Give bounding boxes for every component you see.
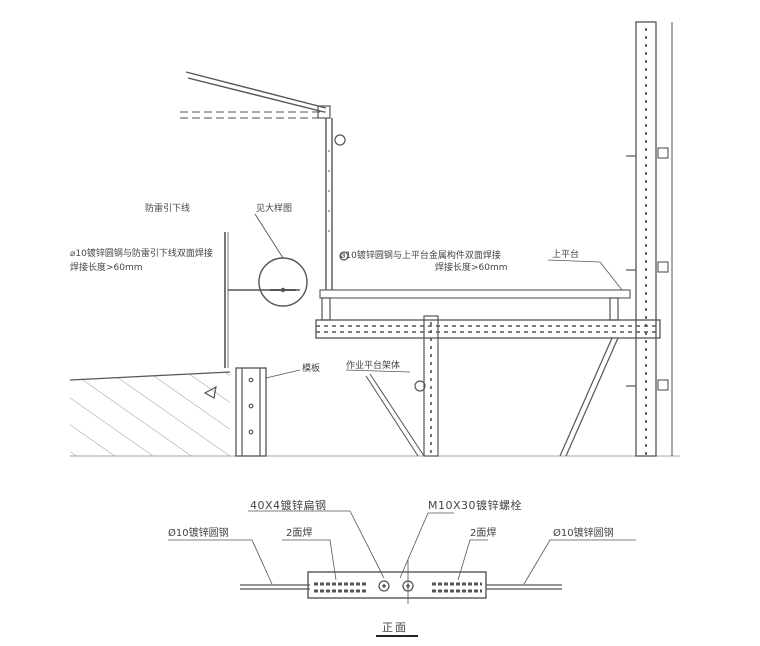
concrete-slab — [70, 372, 230, 456]
label-formwork: 模板 — [302, 364, 321, 374]
label-work-platform-frame: 作业平台架体 — [346, 361, 401, 371]
formwork-column — [235, 367, 267, 457]
label-platform-bar-note: ⌀10镀锌圆钢与上平台金属构件双面焊接 — [340, 251, 501, 261]
label-detail-ref: 见大样图 — [256, 204, 293, 214]
perforated-beam — [315, 319, 661, 339]
label-weld-length-right: 焊接长度>60mm — [435, 263, 508, 273]
bolt-left — [378, 580, 390, 592]
view-title: 正面 — [382, 621, 408, 634]
work-platform-leader — [345, 369, 411, 373]
label-round-steel-left: Ø10镀锌圆钢 — [168, 528, 229, 539]
label-lightning-downlead: 防雷引下线 — [145, 204, 191, 214]
right-lattice-column — [635, 21, 657, 457]
label-weld-length-left: 焊接长度>60mm — [70, 263, 143, 273]
label-upper-platform: 上平台 — [552, 250, 580, 260]
label-steel-bar-note: ⌀10镀锌圆钢与防雷引下线双面焊接 — [70, 249, 213, 259]
detail-callout-circle — [258, 257, 308, 307]
label-weld-left: 2面焊 — [286, 528, 313, 539]
slab-triangle-mark — [203, 385, 217, 399]
arm-upper — [185, 71, 327, 109]
label-weld-right: 2面焊 — [470, 528, 497, 539]
detail-leader — [254, 213, 284, 259]
diagonal-brace — [559, 337, 613, 457]
center-lattice-column — [423, 315, 439, 457]
flat-steel-plate — [307, 571, 487, 599]
upper-platform-leader — [547, 259, 601, 263]
upper-platform-deck — [319, 289, 631, 299]
formwork-leader — [265, 369, 301, 379]
label-round-steel-right: Ø10镀锌圆钢 — [553, 528, 614, 539]
label-bolt: M10X30镀锌螺栓 — [428, 499, 523, 512]
slab-top-edge — [69, 371, 231, 381]
label-flat-steel: 40X4镀锌扁钢 — [250, 499, 327, 512]
